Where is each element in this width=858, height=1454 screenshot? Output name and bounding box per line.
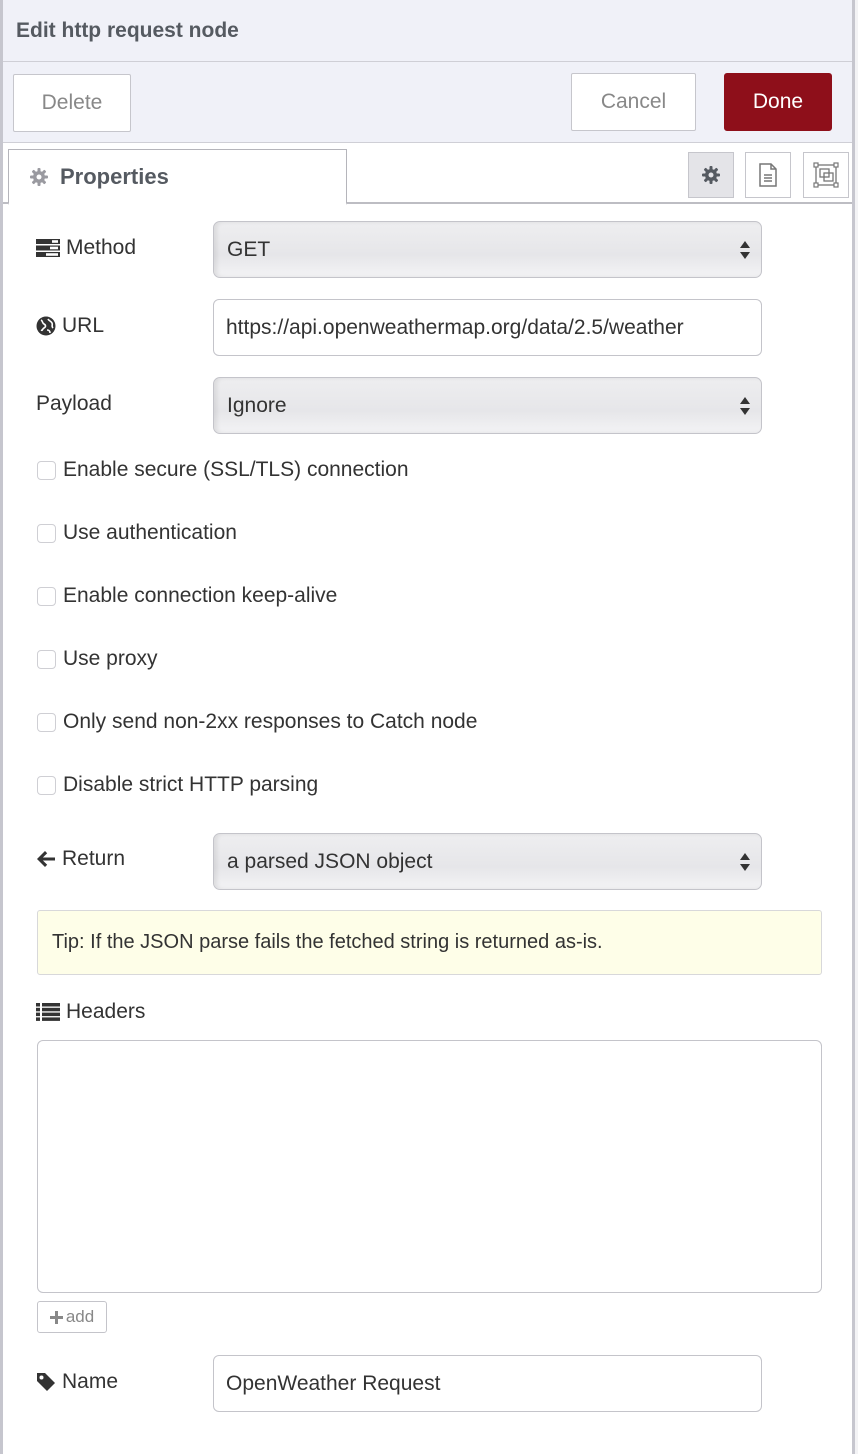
tab-appearance[interactable] [803, 152, 849, 198]
checkbox-proxy[interactable]: Use proxy [37, 647, 158, 671]
tab-properties[interactable]: Properties [8, 149, 347, 205]
gear-icon [30, 167, 48, 186]
checkbox-strict-http[interactable]: Disable strict HTTP parsing [37, 773, 318, 797]
checkbox-keep-alive[interactable]: Enable connection keep-alive [37, 584, 337, 608]
cancel-button[interactable]: Cancel [571, 73, 696, 131]
payload-label: Payload [36, 392, 112, 415]
checkbox[interactable] [37, 586, 56, 606]
select-arrows-icon [740, 240, 750, 259]
tasks-icon [36, 239, 60, 257]
arrow-left-icon [37, 851, 55, 867]
checkbox-authentication[interactable]: Use authentication [37, 521, 237, 545]
checkbox-ssl[interactable]: Enable secure (SSL/TLS) connection [37, 458, 409, 482]
add-header-button[interactable]: add [37, 1301, 107, 1333]
return-label: Return [36, 847, 125, 871]
plus-icon [49, 1310, 63, 1324]
list-icon [36, 1003, 60, 1021]
url-input[interactable]: https://api.openweathermap.org/data/2.5/… [213, 299, 762, 356]
return-select[interactable]: a parsed JSON object [213, 833, 762, 890]
checkbox[interactable] [37, 523, 56, 543]
checkbox-non-2xx-catch[interactable]: Only send non-2xx responses to Catch nod… [37, 710, 477, 734]
checkbox[interactable] [37, 775, 56, 795]
tab-node-settings[interactable] [688, 152, 734, 198]
tab-description[interactable] [745, 152, 791, 198]
tag-icon [37, 1373, 55, 1391]
checkbox[interactable] [37, 460, 56, 480]
headers-label: Headers [36, 1000, 145, 1024]
method-label: Method [36, 236, 136, 260]
gear-icon [702, 166, 720, 184]
appearance-icon [813, 162, 839, 188]
document-icon [759, 163, 777, 187]
headers-list[interactable] [37, 1040, 822, 1293]
tray-title: Edit http request node [16, 19, 239, 42]
name-input[interactable]: OpenWeather Request [213, 1355, 762, 1412]
select-arrows-icon [740, 852, 750, 871]
tab-properties-label: Properties [60, 163, 169, 189]
tip-box: Tip: If the JSON parse fails the fetched… [37, 910, 822, 975]
name-label: Name [36, 1370, 118, 1394]
tray-header: Edit http request node [3, 0, 852, 62]
method-select[interactable]: GET [213, 221, 762, 278]
globe-icon [36, 316, 56, 336]
checkbox[interactable] [37, 712, 56, 732]
select-arrows-icon [740, 396, 750, 415]
payload-select[interactable]: Ignore [213, 377, 762, 434]
checkbox[interactable] [37, 649, 56, 669]
done-button[interactable]: Done [724, 73, 832, 131]
tray-toolbar: Delete Cancel Done [3, 62, 852, 143]
tabs-bar: Properties [3, 143, 852, 205]
delete-button[interactable]: Delete [13, 74, 131, 132]
url-label: URL [36, 314, 104, 338]
